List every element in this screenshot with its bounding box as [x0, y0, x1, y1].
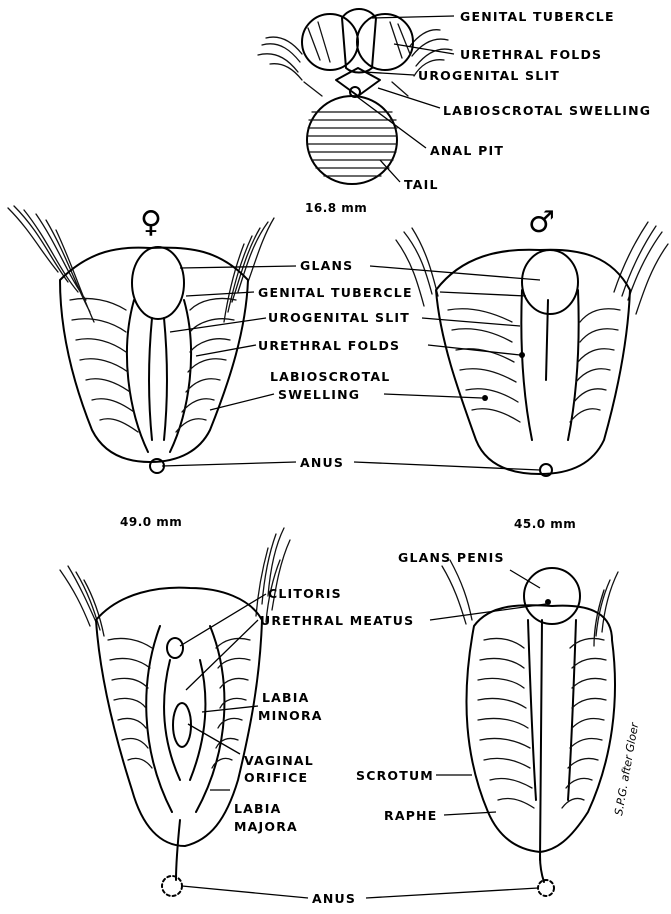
middle-female-figure: [8, 206, 274, 473]
mid-m-body-outline: [436, 250, 630, 474]
bot-f-clitoris: [167, 638, 183, 658]
label-bot-raphe: RAPHE: [384, 808, 437, 823]
label-mid-urethral-folds: URETHRAL FOLDS: [258, 338, 400, 353]
bot-m-anus: [538, 880, 554, 896]
mid-f-urogenital-slit: [149, 318, 167, 440]
bot-f-perineum: [176, 820, 180, 880]
male-symbol: ♂: [528, 205, 555, 240]
bottom-female-figure: [60, 528, 290, 896]
label-bot-labia-minora-2: MINORA: [258, 708, 323, 723]
bot-f-vaginal-orifice: [173, 703, 191, 747]
mid-m-glans: [522, 250, 578, 314]
mid-m-dot-2: [482, 395, 488, 401]
label-top-urogenital-slit: UROGENITAL SLIT: [418, 68, 560, 83]
label-mid-urogenital-slit: UROGENITAL SLIT: [268, 310, 410, 325]
female-symbol: ♀: [140, 205, 162, 240]
label-bot-clitoris: CLITORIS: [268, 586, 342, 601]
label-top-labioscrotal-swelling: LABIOSCROTAL SWELLING: [443, 103, 651, 118]
label-bot-glans-penis: GLANS PENIS: [398, 550, 505, 565]
mid-f-glans: [132, 247, 184, 319]
label-top-tail: TAIL: [404, 177, 439, 192]
measure-mid-male: 45.0 mm: [514, 517, 576, 531]
label-bot-labia-majora-1: LABIA: [234, 801, 282, 816]
middle-male-figure: [396, 222, 668, 476]
label-top-genital-tubercle: GENITAL TUBERCLE: [460, 9, 615, 24]
measure-top: 16.8 mm: [305, 201, 367, 215]
top-tail: [307, 96, 397, 184]
bot-m-raphe: [540, 620, 542, 860]
label-bot-vaginal-orifice-1: VAGINAL: [244, 753, 314, 768]
bot-m-glans-penis: [524, 568, 580, 624]
label-mid-glans: GLANS: [300, 258, 353, 273]
mid-f-body-outline: [60, 248, 248, 462]
label-mid-anus: ANUS: [300, 455, 344, 470]
bot-m-perineum: [540, 856, 544, 882]
mid-f-urethral-fold-right: [170, 300, 191, 452]
label-bot-vaginal-orifice-2: ORIFICE: [244, 770, 308, 785]
bot-f-labia-majora-outer: [146, 626, 224, 812]
mid-m-slit: [546, 300, 548, 380]
label-top-urethral-folds: URETHRAL FOLDS: [460, 47, 602, 62]
bot-m-right-thigh: [594, 572, 618, 646]
mid-f-right-thigh: [224, 218, 274, 322]
mid-f-urethral-fold-left: [127, 300, 148, 452]
label-mid-labioscrotal-2: SWELLING: [278, 387, 360, 402]
label-bot-scrotum: SCROTUM: [356, 768, 434, 783]
label-mid-genital-tubercle: GENITAL TUBERCLE: [258, 285, 413, 300]
top-left-flank: [258, 37, 302, 80]
label-top-anal-pit: ANAL PIT: [430, 143, 504, 158]
measure-mid-female: 49.0 mm: [120, 515, 182, 529]
mid-m-hatching: [448, 309, 620, 422]
top-embryo-figure: [258, 9, 452, 184]
top-tail-hatching: [308, 112, 397, 176]
bot-m-shaft: [528, 620, 576, 800]
bottom-male-figure: [442, 560, 618, 896]
label-bot-urethral-meatus: URETHRAL MEATUS: [260, 613, 414, 628]
label-bot-anus: ANUS: [312, 891, 356, 906]
mid-m-shaft: [521, 290, 578, 440]
bot-f-anus: [162, 876, 182, 896]
label-mid-labioscrotal-1: LABIOSCROTAL: [270, 369, 390, 384]
label-bot-labia-minora-1: LABIA: [262, 690, 310, 705]
artist-signature: S.P.G. after Gloer: [612, 720, 641, 816]
label-bot-labia-majora-2: MAJORA: [234, 819, 298, 834]
mid-m-right-thigh: [614, 222, 668, 314]
bot-f-right-thigh: [256, 528, 290, 622]
